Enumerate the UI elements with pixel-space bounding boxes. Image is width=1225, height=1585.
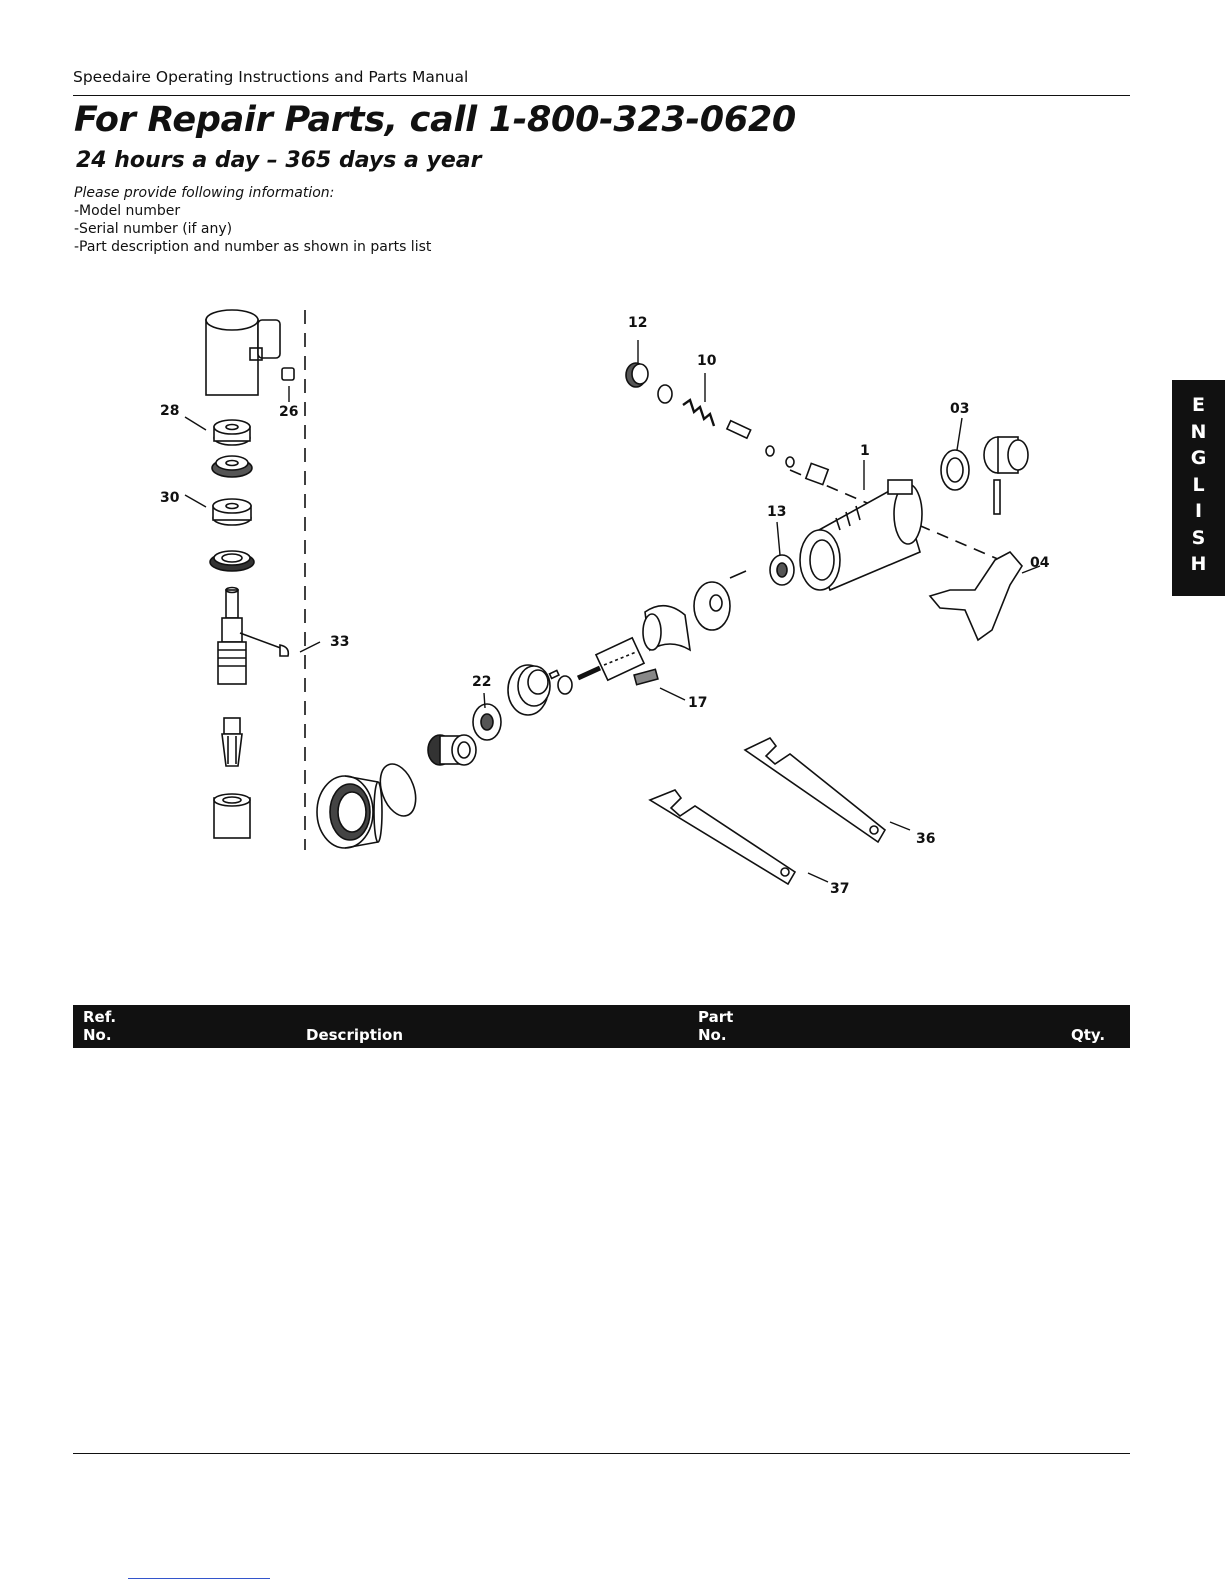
info-item-serial: -Serial number (if any) <box>74 221 233 237</box>
info-lead: Please provide following information: <box>74 185 335 201</box>
valve-seat <box>804 462 830 486</box>
bearing-30 <box>212 498 252 526</box>
running-head: Speedaire Operating Instructions and Par… <box>73 68 469 86</box>
bearing-28 <box>213 419 251 446</box>
collet-nut <box>213 793 251 839</box>
language-tab: E N G L I S H <box>1172 380 1225 596</box>
callout-04: 04 <box>1030 555 1050 571</box>
parts-table-header: Ref. No. Description Part No. Qty. <box>73 1005 1130 1048</box>
front-end-plate <box>693 581 731 631</box>
ref-header-line1: Ref. <box>83 1008 117 1026</box>
info-block: Please provide following information: -M… <box>74 184 431 256</box>
bevel-gear <box>211 455 253 478</box>
page-subtitle: 24 hours a day – 365 days a year <box>76 148 482 173</box>
wrench-36 <box>743 736 887 844</box>
tab-letter: E <box>1192 394 1205 416</box>
callout-1: 1 <box>860 443 870 459</box>
callout-33: 33 <box>330 634 349 650</box>
inlet-bushing <box>983 436 1029 474</box>
rear-end-plate <box>507 664 551 716</box>
callout-10: 10 <box>697 353 717 369</box>
tab-letter: H <box>1190 553 1207 575</box>
top-rule <box>73 95 1130 96</box>
wrench-37 <box>648 789 797 886</box>
spacer <box>557 675 573 695</box>
callout-30: 30 <box>160 490 180 506</box>
ref-no-header: Ref. No. <box>83 1008 116 1044</box>
callout-13: 13 <box>767 504 786 520</box>
valve-stem <box>725 419 795 468</box>
leader-lines <box>184 340 1041 883</box>
pin <box>548 669 560 680</box>
angle-head-housing <box>205 309 281 396</box>
tab-letter: G <box>1190 447 1207 469</box>
part-no-header: Part No. <box>698 1008 733 1044</box>
tab-letter: I <box>1194 500 1203 522</box>
qty-header: Qty. <box>1071 1026 1106 1044</box>
bottom-rule <box>73 1453 1130 1454</box>
valve-o-ring <box>657 384 673 404</box>
inlet-washer <box>940 449 970 491</box>
rotor-blade <box>633 668 659 686</box>
tab-letter: N <box>1190 420 1207 443</box>
lock-ring <box>209 550 255 572</box>
callout-22: 22 <box>472 674 491 690</box>
pin-small <box>729 570 747 579</box>
valve-cap <box>625 362 649 388</box>
valve-spring <box>682 398 716 427</box>
callout-37: 37 <box>830 881 849 897</box>
set-screw <box>281 367 295 381</box>
part-header-line2: No. <box>698 1026 727 1044</box>
assembly-line <box>789 469 1001 561</box>
info-item-model: -Model number <box>74 203 181 219</box>
motor-housing <box>799 479 923 592</box>
tab-letter: S <box>1191 526 1206 549</box>
callout-17: 17 <box>688 695 707 711</box>
description-header: Description <box>306 1026 404 1044</box>
rear-cap <box>427 734 477 766</box>
callout-36: 36 <box>916 831 935 847</box>
page-link-underline[interactable] <box>128 1578 270 1579</box>
callout-12: 12 <box>628 315 647 331</box>
o-ring <box>379 763 417 817</box>
lever-pin <box>993 479 1001 515</box>
ref-header-line2: No. <box>83 1026 112 1044</box>
exploded-parts-diagram: 12 10 03 1 13 04 28 26 30 33 22 17 36 37 <box>160 309 1050 897</box>
bearing-13 <box>769 554 795 586</box>
part-header-line1: Part <box>698 1008 734 1026</box>
rotor <box>576 636 646 682</box>
callout-28: 28 <box>160 403 179 419</box>
exhaust-deflector-ring <box>316 775 383 849</box>
page-title: For Repair Parts, call 1-800-323-0620 <box>74 100 796 140</box>
tab-letter: L <box>1192 473 1205 496</box>
collet <box>221 717 243 767</box>
callout-03: 03 <box>950 401 969 417</box>
throttle-lever <box>928 550 1023 642</box>
cylinder <box>642 604 692 652</box>
info-item-part: -Part description and number as shown in… <box>74 239 432 255</box>
spindle <box>217 586 247 685</box>
bearing-22 <box>472 703 502 741</box>
woodruff-key <box>239 632 290 657</box>
callout-26: 26 <box>279 404 298 420</box>
